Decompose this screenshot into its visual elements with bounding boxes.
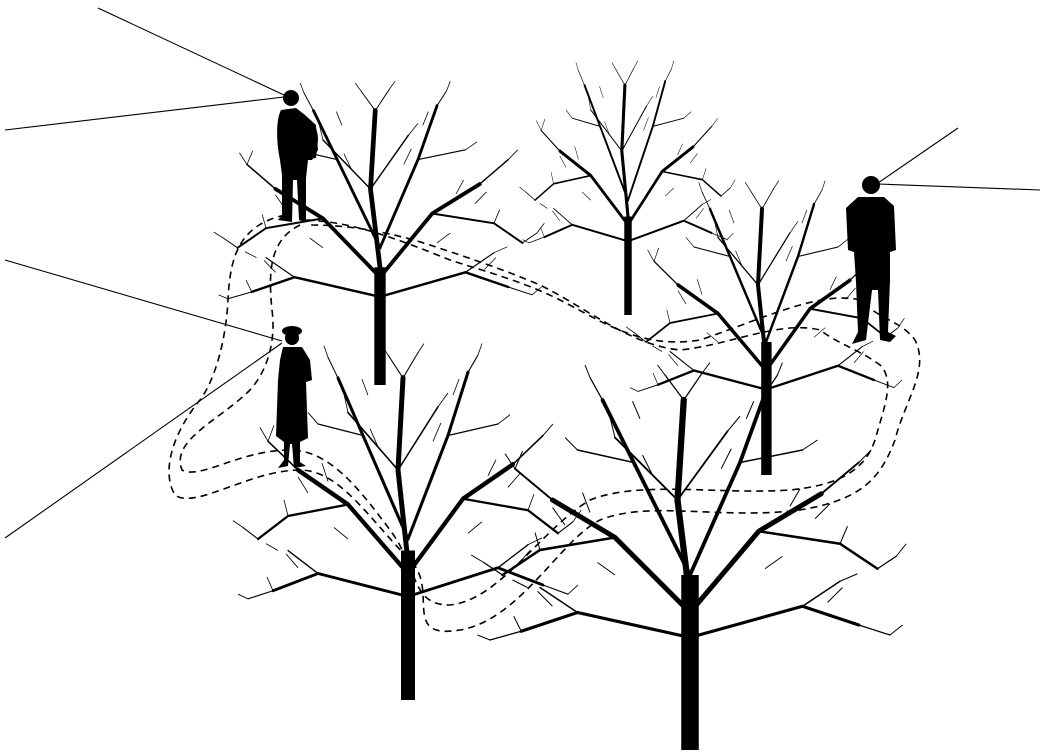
tree [471,363,906,751]
person-in-coat [276,326,312,468]
tree [520,61,736,315]
trees [214,61,907,750]
person-in-suit [846,176,896,344]
sight-line [5,97,284,130]
sight-line [98,8,284,95]
sight-line [878,184,1040,190]
sight-line [5,260,282,341]
sight-line [5,343,282,538]
sight-line [878,128,958,183]
